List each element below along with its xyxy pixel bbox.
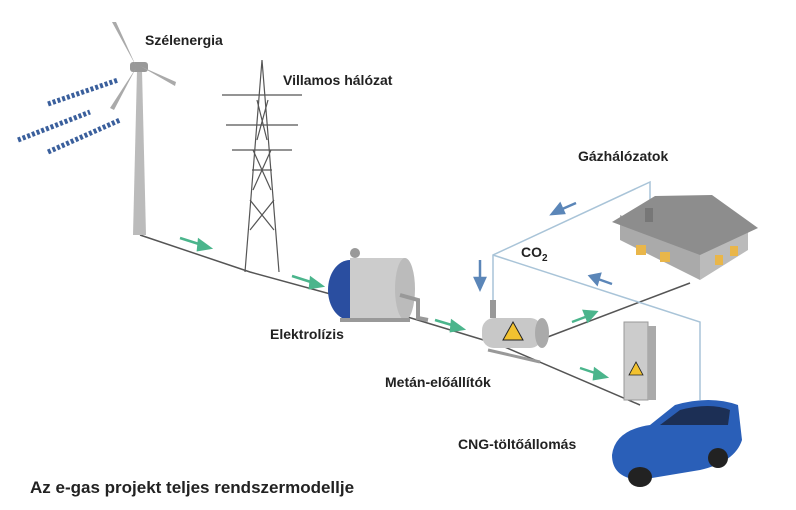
house-icon — [612, 195, 758, 280]
power-pylon-icon — [222, 59, 302, 273]
label-methanation: Metán-előállítók — [385, 374, 491, 390]
cng-pump-icon — [623, 321, 656, 401]
diagram-caption: Az e-gas projekt teljes rendszermodellje — [30, 478, 355, 497]
wind-streaks — [17, 77, 122, 155]
label-co2: CO2 — [521, 244, 548, 264]
co2-arrow-icon — [587, 272, 613, 287]
co2-subscript: 2 — [542, 252, 548, 264]
co2-arrow-icon — [549, 201, 577, 216]
label-electrolysis: Elektrolízis — [270, 326, 344, 342]
flow-arrows — [179, 236, 610, 381]
label-cng-station: CNG-töltőállomás — [458, 436, 577, 452]
label-wind-energy: Szélenergia — [145, 32, 223, 48]
flow-arrow-icon — [571, 309, 599, 324]
flow-arrow-icon — [291, 274, 326, 290]
flow-arrow-icon — [579, 366, 610, 381]
flow-arrow-icon — [434, 318, 467, 333]
wind-turbine-icon — [110, 22, 176, 235]
co2-arrows — [473, 201, 613, 293]
gas-line-to-house — [544, 282, 691, 339]
electrolysis-tank-icon — [328, 248, 429, 322]
car-icon — [612, 400, 742, 487]
label-power-grid: Villamos hálózat — [283, 72, 393, 88]
co2-pipes — [492, 180, 701, 400]
methanation-unit-icon — [482, 300, 549, 364]
co2-text: CO — [521, 244, 542, 260]
flow-arrow-icon — [179, 236, 214, 252]
label-gas-grid: Gázhálózatok — [578, 148, 669, 164]
co2-arrow-icon — [473, 260, 487, 293]
